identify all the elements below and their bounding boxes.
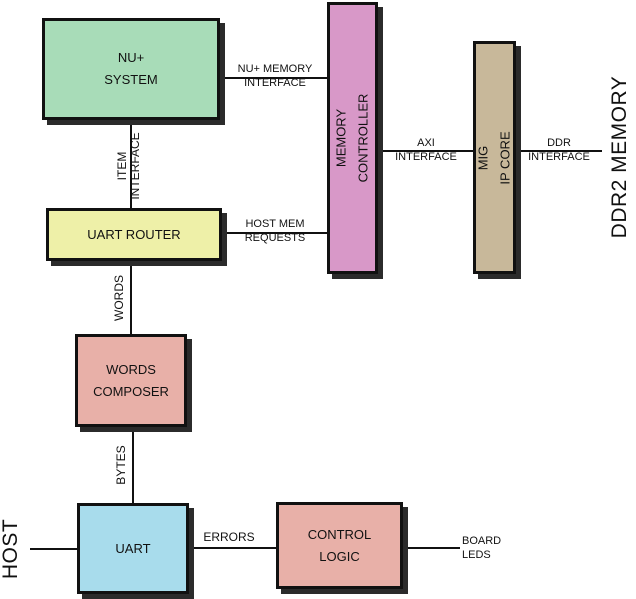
memory-controller-label-line1: MEMORY: [333, 108, 349, 168]
link-uart-router-words-composer: [130, 259, 132, 336]
ddr-interface-line1: DDR: [547, 137, 571, 149]
host-label: HOST: [0, 518, 22, 580]
link-control-logic-board-leds: [402, 547, 460, 549]
mig-ip-core-block: MIG IP CORE: [473, 41, 516, 274]
link-nu-system-uart-router: [130, 120, 132, 210]
link-words-composer-uart: [132, 425, 134, 505]
uart-router-label: UART ROUTER: [87, 226, 181, 242]
mig-label-line2: IP CORE: [497, 130, 513, 185]
errors-label: ERRORS: [203, 530, 255, 544]
control-logic-label-line2: LOGIC: [319, 548, 360, 564]
nu-system-block: NU+ SYSTEM: [42, 18, 220, 120]
uart-router-block: UART ROUTER: [46, 208, 222, 261]
link-host-uart: [30, 548, 78, 550]
ddr-interface-label: DDR INTERFACE: [518, 136, 600, 164]
item-interface-line1: ITEM: [115, 151, 129, 181]
ddr2-memory-label: DDR2 MEMORY: [608, 75, 631, 239]
control-logic-block: CONTROL LOGIC: [276, 502, 403, 589]
mig-label-line1: MIG: [475, 145, 491, 170]
words-composer-block: WORDS COMPOSER: [75, 334, 187, 427]
link-nu-system-memory-controller: [220, 77, 330, 79]
nu-memory-interface-line1: NU+ MEMORY: [237, 63, 313, 75]
ddr-interface-line2: INTERFACE: [528, 151, 590, 163]
host-mem-requests-label: HOST MEM REQUESTS: [222, 217, 328, 245]
axi-interface-line1: AXI: [417, 137, 435, 149]
link-uart-router-memory-controller: [220, 232, 330, 234]
words-label: WORDS: [112, 275, 126, 321]
host-mem-requests-line1: HOST MEM: [245, 218, 305, 230]
bytes-label: BYTES: [114, 445, 128, 485]
memory-controller-label-line2: CONTROLLER: [355, 93, 371, 183]
axi-interface-line2: INTERFACE: [395, 151, 457, 163]
item-interface-label: ITEM INTERFACE: [115, 126, 144, 206]
nu-memory-interface-label: NU+ MEMORY INTERFACE: [222, 62, 328, 90]
link-memory-controller-mig: [377, 150, 474, 152]
nu-memory-interface-line2: INTERFACE: [244, 77, 306, 89]
host-mem-requests-line2: REQUESTS: [244, 232, 306, 244]
axi-interface-label: AXI INTERFACE: [380, 136, 472, 164]
nu-system-label-line2: SYSTEM: [104, 72, 158, 87]
uart-block: UART: [77, 503, 189, 594]
uart-label: UART: [115, 540, 151, 556]
words-composer-label-line1: WORDS: [106, 361, 156, 377]
board-leds-line2: LEDS: [462, 549, 491, 561]
link-uart-control-logic: [188, 547, 278, 549]
memory-controller-block: MEMORY CONTROLLER: [327, 2, 378, 274]
words-composer-label-line2: COMPOSER: [93, 383, 169, 399]
board-leds-line1: BOARD: [462, 535, 502, 547]
link-mig-ddr2: [514, 150, 602, 152]
nu-system-label-line1: NU+: [117, 50, 145, 65]
board-leds-label: BOARD LEDS: [462, 534, 502, 562]
control-logic-label-line1: CONTROL: [307, 526, 372, 542]
item-interface-line2: INTERFACE: [128, 132, 142, 200]
